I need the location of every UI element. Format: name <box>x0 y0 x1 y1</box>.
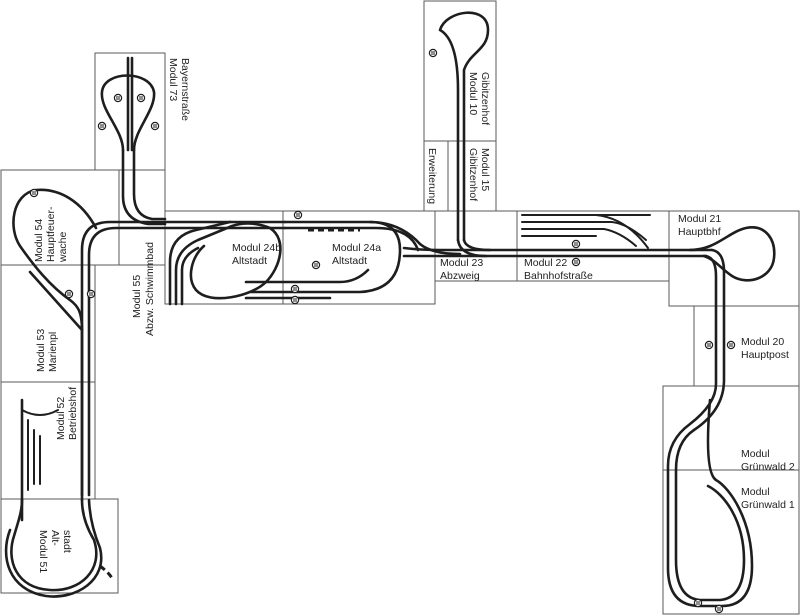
track-10-return <box>462 238 492 252</box>
signal-mast-icon <box>693 598 703 608</box>
signal-mast-icon <box>150 121 160 131</box>
label-modul-23: Modul 23 Abzweig <box>440 257 486 282</box>
track-73-descent-b <box>132 148 167 221</box>
track-51-dashed-spur <box>99 564 114 579</box>
track-22-siding-3 <box>521 228 637 247</box>
signal-mast-icon <box>714 604 724 614</box>
signal-mast-icon <box>136 93 146 103</box>
track-51-inner <box>4 498 103 598</box>
track-10-return-b <box>456 238 488 258</box>
label-modul-53: Modul 53 Marienpl <box>35 326 59 372</box>
track-22-siding-2 <box>521 221 647 241</box>
track-24a-to-23-a <box>283 226 420 252</box>
track-52-fan <box>21 409 59 416</box>
module-box-73 <box>94 52 166 171</box>
label-modul-24a: Modul 24a Altstadt <box>332 242 384 267</box>
label-modul-54: Modul 54 Hauptfeuer- wache <box>33 204 69 263</box>
label-modul-10: Modul 10 Gibitzenhof <box>467 72 491 125</box>
signal-mast-icon <box>64 289 74 299</box>
signal-mast-icon <box>290 295 300 305</box>
track-loop-10 <box>438 11 490 242</box>
signal-mast-icon <box>726 340 736 350</box>
signal-mast-icon <box>704 340 714 350</box>
label-modul-20: Modul 20 Hauptpost <box>741 336 789 361</box>
track-network <box>4 11 776 608</box>
signals <box>29 48 736 614</box>
signal-mast-icon <box>29 188 39 198</box>
track-south-inner <box>666 254 754 608</box>
track-24a-siding-1 <box>244 268 370 284</box>
track-54-diagonal <box>28 270 84 332</box>
label-erweiterung: Erweiterung <box>426 148 438 204</box>
track-loop-54 <box>12 188 98 332</box>
track-22-siding-curve <box>595 214 649 249</box>
label-modul-55: Modul 55 Abzw. Schwimmbad <box>131 242 156 336</box>
module-box-55 <box>118 169 166 266</box>
signal-mast-icon <box>311 260 321 270</box>
track-main-outer <box>80 220 287 497</box>
signal-mast-icon <box>86 289 96 299</box>
track-24a-to-23-b <box>368 220 462 256</box>
signal-mast-icon <box>97 121 107 131</box>
track-south-outer <box>674 248 746 602</box>
label-modul-21: Modul 21 Hauptbhf <box>678 213 724 238</box>
track-main-inner <box>87 226 287 497</box>
label-modul-15: Modul 15 Gibitzenhof <box>467 148 491 201</box>
track-24b-left-a <box>168 220 232 306</box>
label-modul-24b: Modul 24b Altstadt <box>232 242 284 267</box>
signal-mast-icon <box>113 93 123 103</box>
module-labels: Modul 73 Bayernstraße Modul 10 Gibitzenh… <box>33 58 795 576</box>
label-gruenwald-1: Modul Grünwald 1 <box>741 486 795 511</box>
label-modul-73: Modul 73 Bayernstraße <box>167 58 191 121</box>
track-24b-left-b <box>180 246 200 306</box>
module-box-51 <box>0 498 119 594</box>
track-east-outer <box>402 246 714 252</box>
track-73-descent-a <box>121 148 167 226</box>
track-loop-51 <box>10 498 98 592</box>
label-modul-52: Modul 52 Betriebshof <box>55 387 79 440</box>
module-box-gruenwald-1 <box>662 469 800 615</box>
label-modul-51: Modul 51 Alt- stadt <box>37 530 73 576</box>
signal-mast-icon <box>571 257 581 267</box>
signal-mast-icon <box>290 284 300 294</box>
label-modul-22: Modul 22 Bahnhofstraße <box>524 257 593 282</box>
signal-mast-icon <box>571 239 581 249</box>
signal-mast-icon <box>428 48 438 58</box>
signal-mast-icon <box>293 210 303 220</box>
track-loop-24b <box>174 222 282 306</box>
label-gruenwald-2: Modul Grünwald 2 <box>741 448 795 473</box>
